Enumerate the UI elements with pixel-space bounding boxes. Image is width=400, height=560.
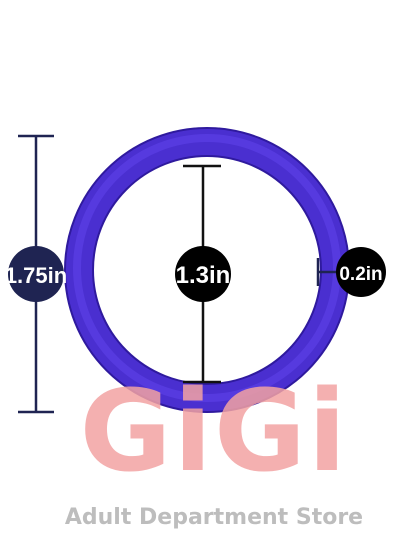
watermark: GiGi Adult Department Store [65,367,363,530]
inner-diameter-label: 1.3in [176,262,231,289]
watermark-logo: GiGi [80,367,349,497]
outer-diameter-label: 1.75in [5,263,67,288]
inner-diameter-badge-circle [175,246,231,302]
thickness-badge-circle [336,247,386,297]
watermark-tagline: Adult Department Store [65,505,363,530]
thickness-badge: 0.2in [336,247,386,297]
inner-diameter-badge: 1.3in [175,246,231,302]
thickness-label: 0.2in [339,264,382,285]
outer-diameter-badge: 1.75in [5,246,67,302]
outer-diameter-badge-circle [8,246,64,302]
